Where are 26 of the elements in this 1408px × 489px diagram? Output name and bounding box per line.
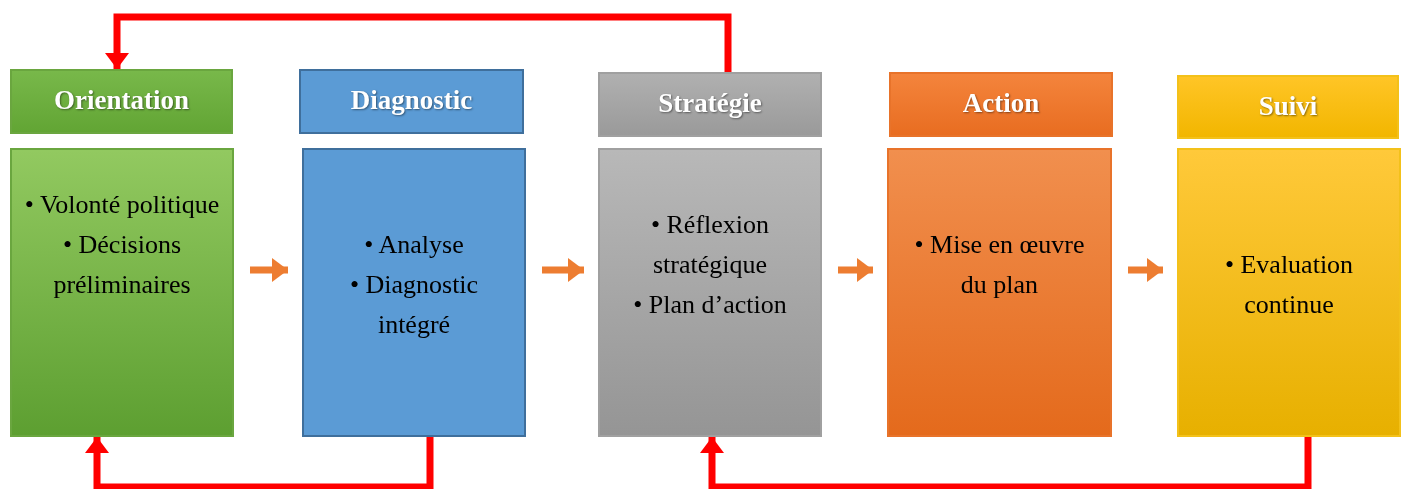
header-title: Action — [962, 88, 1040, 119]
header-title: Suivi — [1258, 91, 1318, 122]
content-box — [302, 148, 526, 437]
arrow — [700, 437, 1312, 489]
header-box — [299, 69, 524, 134]
bullet-item: • Diagnostic intégré — [348, 269, 480, 341]
content-box — [10, 148, 234, 437]
bullet-item: • Plan d’action — [632, 289, 788, 321]
arrow — [85, 437, 434, 489]
arrow — [105, 13, 732, 72]
bullet-item: • Réflexion stratégique — [649, 209, 771, 281]
bullet-item: • Mise en œuvre du plan — [913, 229, 1086, 301]
content-box — [598, 148, 822, 437]
header-title: Orientation — [54, 85, 189, 116]
header-box — [889, 72, 1113, 137]
content-box — [1177, 148, 1401, 437]
bullet-item: • Décisions préliminaires — [52, 229, 192, 301]
bullet-item: • Analyse — [363, 229, 465, 261]
header-box — [1177, 75, 1399, 139]
content-box — [887, 148, 1112, 437]
header-title: Diagnostic — [350, 85, 473, 116]
header-box — [598, 72, 822, 137]
bullet-item: • Evaluation continue — [1223, 249, 1355, 321]
bullet-item: • Volonté politique — [23, 189, 221, 221]
header-title: Stratégie — [658, 88, 762, 119]
header-box — [10, 69, 233, 134]
